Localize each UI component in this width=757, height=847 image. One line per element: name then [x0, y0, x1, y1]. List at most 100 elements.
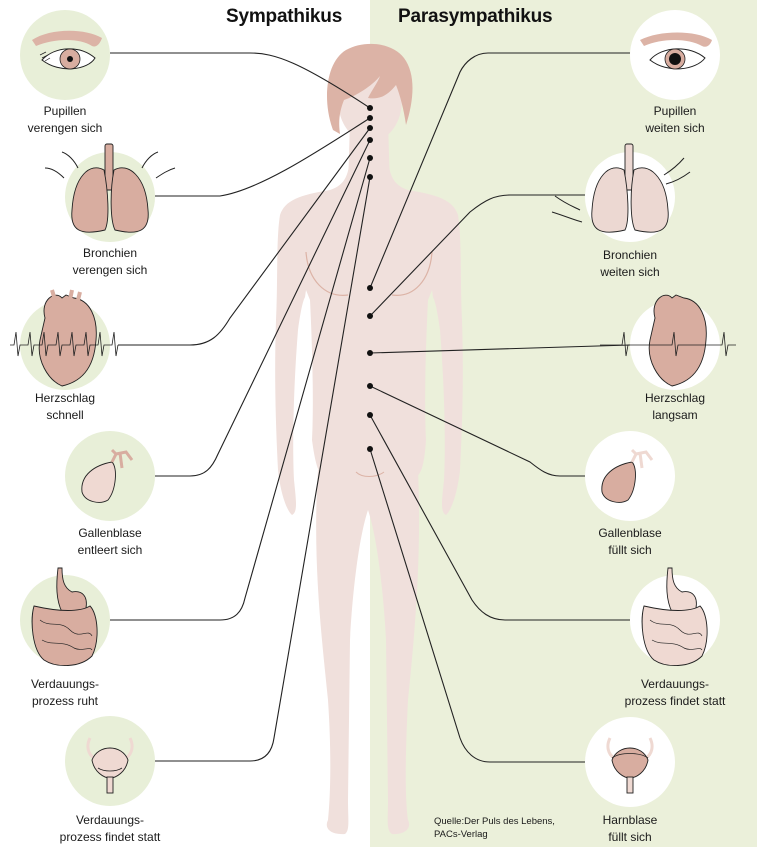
figure-contour-left [305, 251, 349, 296]
sym-label-digest: Verdauungs- prozess ruht [0, 676, 140, 710]
label-line: weiten sich [600, 265, 660, 279]
line-sym-eye [110, 52, 371, 109]
sym-label-bronchi: Bronchien verengen sich [35, 245, 185, 279]
label-line: Bronchien [602, 248, 658, 262]
label-line: langsam [652, 408, 698, 422]
label-line: Herzschlag [34, 391, 96, 405]
line-para-gall [369, 385, 585, 477]
outward-arrows-icon [551, 157, 691, 223]
source-citation: Quelle:Der Puls des Lebens, PACs-Verlag [434, 815, 555, 841]
sym-bladder-node [65, 716, 155, 806]
sym-heart-node [10, 289, 119, 390]
nerve-lines [110, 52, 631, 763]
dot [367, 105, 373, 111]
label-line: füllt sich [608, 543, 652, 557]
sym-digest-node [20, 567, 110, 666]
dot [367, 412, 373, 418]
label-line: verengen sich [72, 263, 148, 277]
dot [367, 174, 373, 180]
label-line: Harnblase [602, 813, 658, 827]
source-line: PACs-Verlag [434, 829, 488, 840]
label-line: Verdauungs- [640, 677, 710, 691]
para-lungs-node [551, 143, 691, 242]
label-line: prozess findet statt [59, 830, 161, 844]
line-sym-digest [110, 157, 371, 621]
ecg-fast-icon [10, 331, 119, 357]
dot [367, 313, 373, 319]
para-gall-node [585, 431, 675, 521]
line-sym-heart [118, 127, 371, 346]
sym-lungs-node [44, 143, 176, 242]
sym-label-gall: Gallenblase entleert sich [35, 525, 185, 559]
ganglion-dots [367, 105, 373, 452]
line-sym-lungs [155, 117, 371, 197]
dot [367, 383, 373, 389]
label-line: prozess ruht [31, 694, 99, 708]
figure-legs [316, 470, 420, 835]
label-line: Gallenblase [78, 526, 142, 540]
lungs-icon [71, 143, 149, 233]
line-para-digest [369, 414, 630, 621]
eye-icon [32, 30, 102, 70]
lungs-icon [591, 143, 669, 233]
digestive-tract-icon [31, 567, 98, 666]
para-label-gall: Gallenblase füllt sich [555, 525, 705, 559]
label-line: Pupillen [653, 104, 697, 118]
parasympathikus-heading: Parasympathikus [398, 6, 553, 27]
line-para-eye [369, 52, 630, 289]
line-para-lungs [369, 194, 585, 317]
sym-label-pupils: Pupillen verengen sich [0, 103, 140, 137]
line-sym-gall [155, 139, 371, 477]
para-bladder-node [585, 717, 675, 807]
para-digest-node [630, 567, 720, 666]
label-line: Verdauungs- [30, 677, 100, 691]
dot [367, 350, 373, 356]
heart-icon [38, 289, 97, 387]
dot [367, 155, 373, 161]
ecg-slow-icon [600, 331, 736, 357]
label-line: Gallenblase [598, 526, 662, 540]
bladder-icon [606, 737, 654, 794]
sympathikus-heading: Sympathikus [226, 6, 343, 27]
sym-label-heart: Herzschlag schnell [0, 390, 140, 424]
figure-hair [326, 43, 413, 134]
line-sym-bladder [155, 176, 371, 762]
dot [367, 285, 373, 291]
bladder-icon [86, 737, 134, 794]
figure-navel-line [355, 471, 385, 477]
para-eye-node [630, 10, 720, 100]
gallbladder-icon [601, 448, 654, 503]
sym-eye-node [20, 10, 110, 100]
label-line: Pupillen [43, 104, 87, 118]
digestive-tract-icon [641, 567, 708, 666]
line-para-heart [369, 344, 631, 354]
label-line: schnell [46, 408, 84, 422]
para-label-pupils: Pupillen weiten sich [600, 103, 750, 137]
source-line: Quelle:Der Puls des Lebens, [434, 816, 555, 827]
sym-gall-node [65, 431, 155, 521]
figure-torso [275, 150, 463, 515]
gallbladder-icon [81, 448, 134, 503]
line-para-bladder [369, 448, 585, 763]
sym-label-bladder: Verdauungs- prozess findet statt [35, 812, 185, 846]
human-figure [275, 43, 463, 835]
label-line: Bronchien [82, 246, 138, 260]
eye-icon [640, 32, 712, 70]
figure-arm-gap-right [425, 290, 442, 512]
dot [367, 115, 373, 121]
dot [367, 137, 373, 143]
inward-arrows-icon [44, 151, 176, 179]
label-line: Herzschlag [644, 391, 706, 405]
label-line: füllt sich [608, 830, 652, 844]
label-line: prozess findet statt [624, 694, 726, 708]
para-label-bronchi: Bronchien weiten sich [555, 247, 705, 281]
heart-icon [648, 294, 707, 387]
figure-contour-right [391, 251, 433, 296]
label-line: weiten sich [645, 121, 705, 135]
para-label-digest: Verdauungs- prozess findet statt [600, 676, 750, 710]
dot [367, 446, 373, 452]
para-label-heart: Herzschlag langsam [600, 390, 750, 424]
dot [367, 125, 373, 131]
para-label-bladder: Harnblase füllt sich [555, 812, 705, 846]
